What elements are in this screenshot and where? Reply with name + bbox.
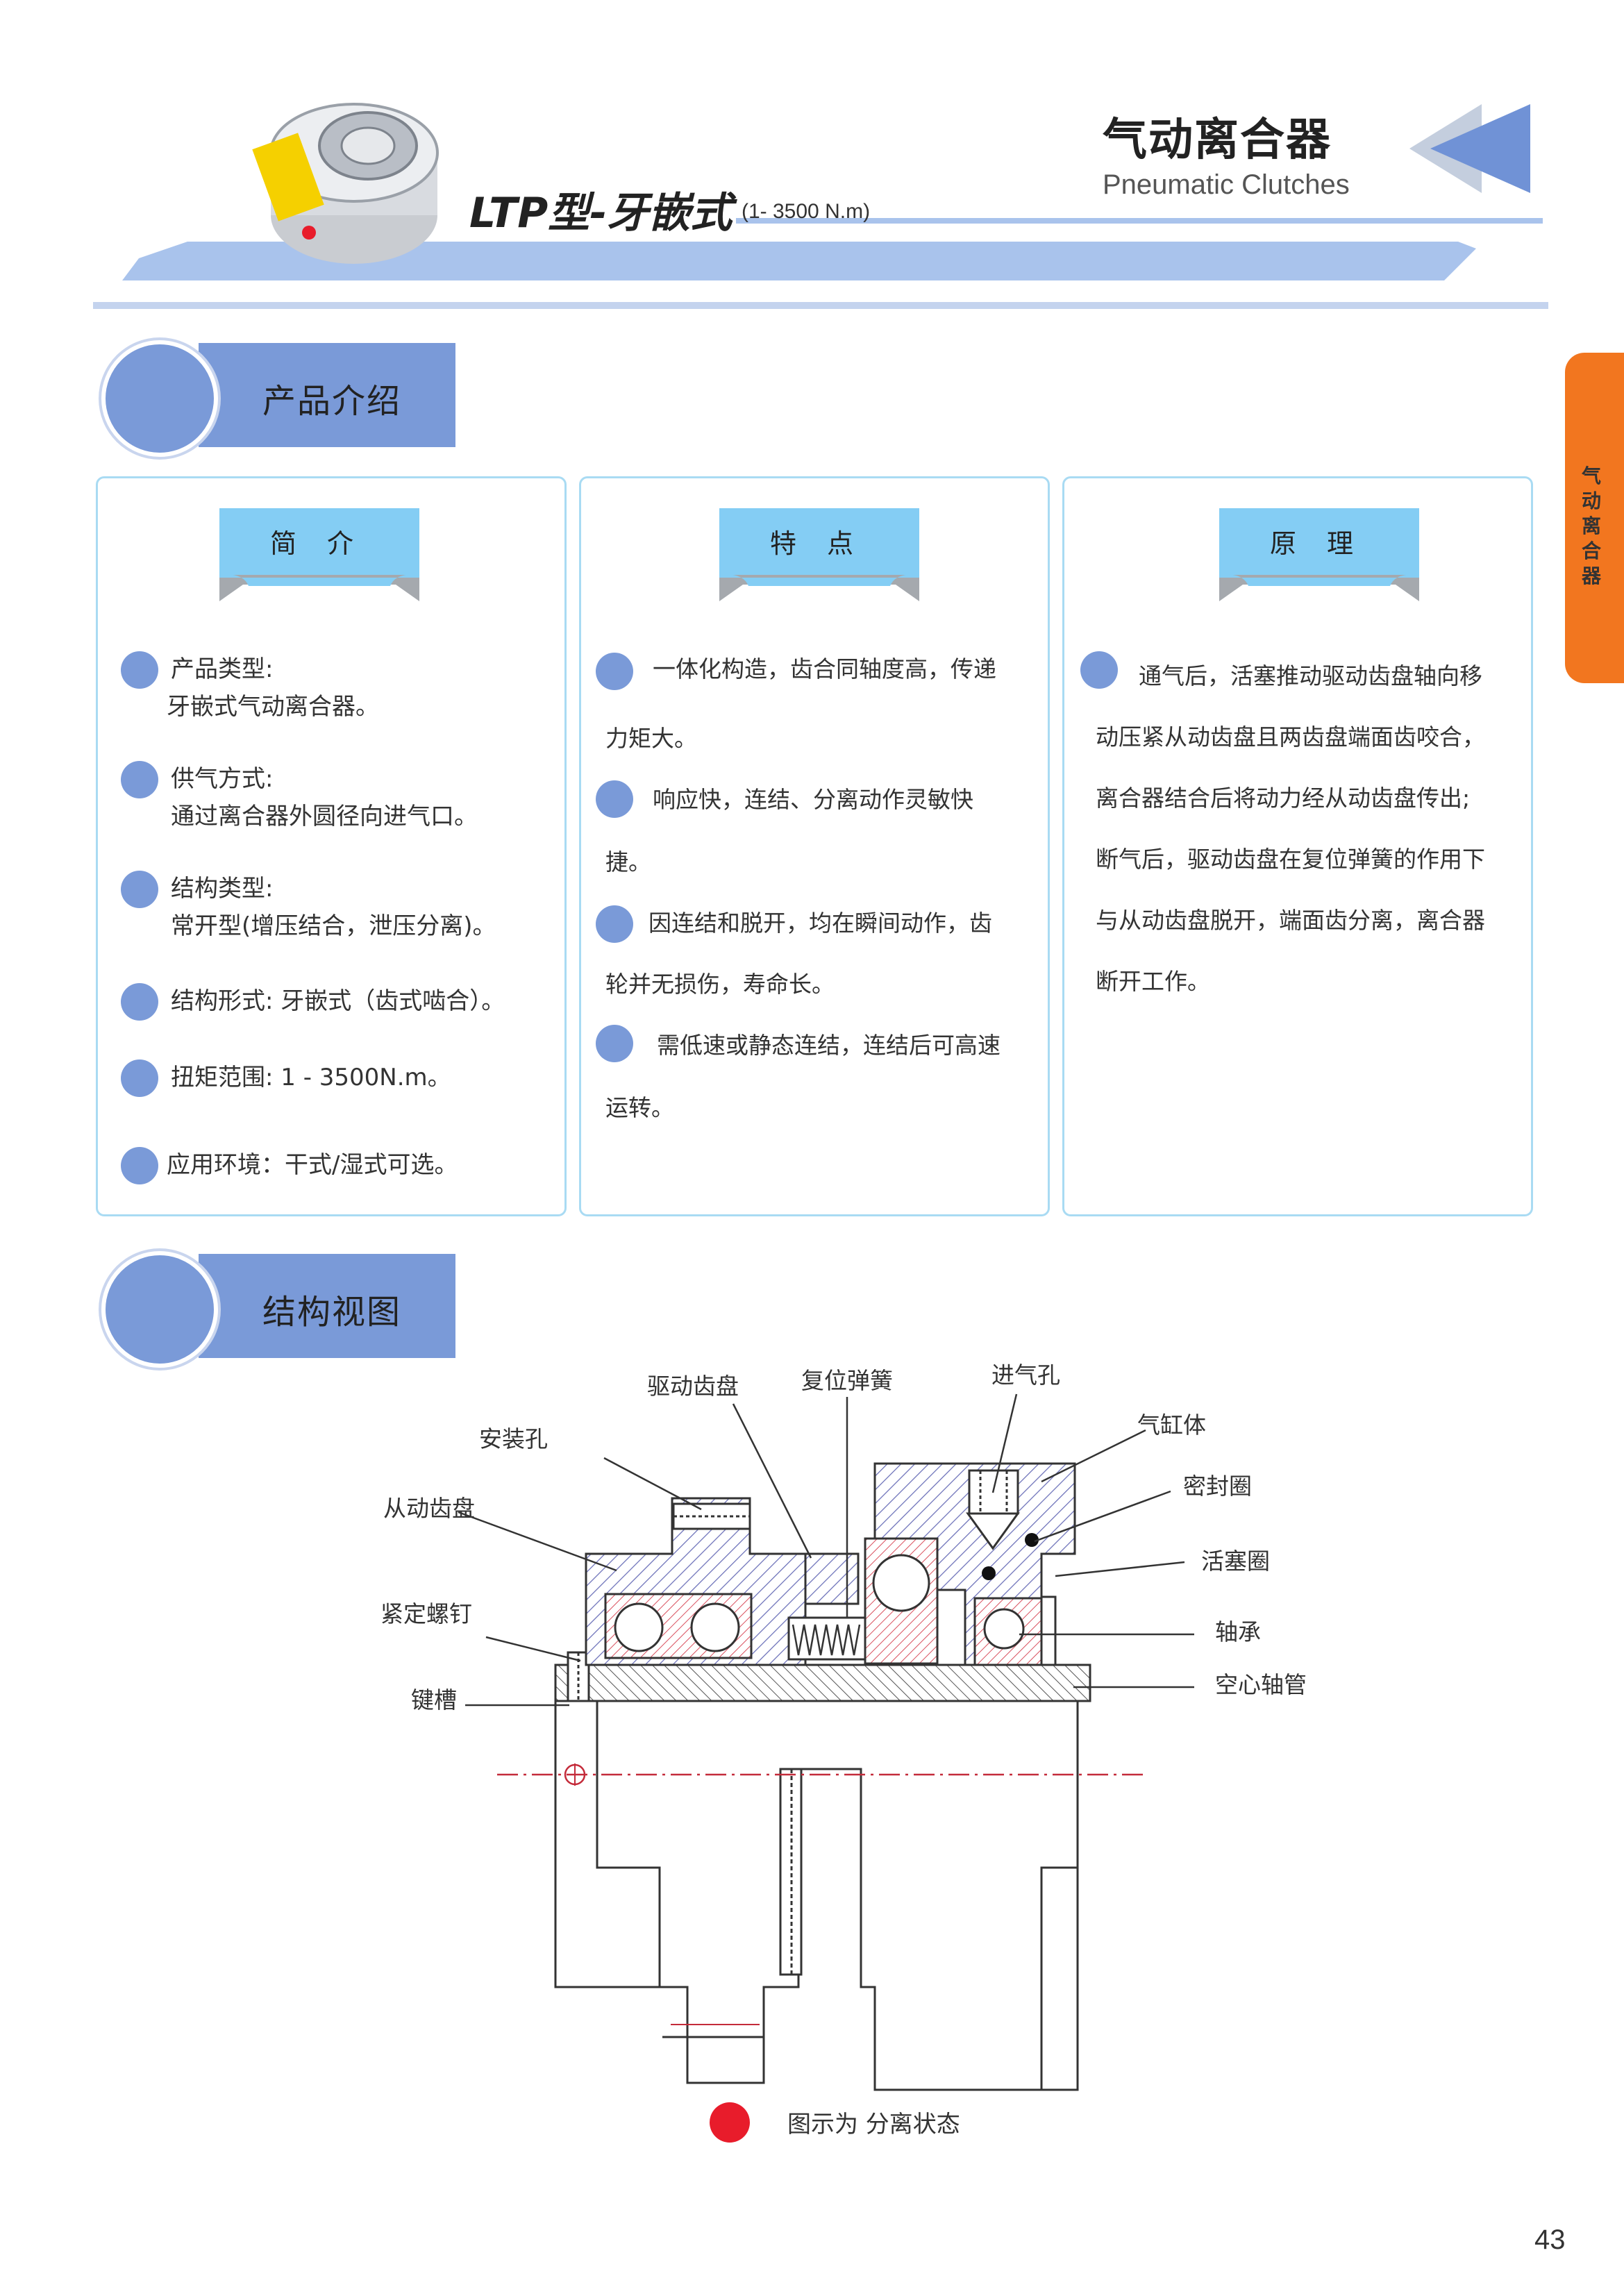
label-piston-ring: 活塞圈 xyxy=(1201,1548,1270,1575)
bullet-icon xyxy=(596,1025,633,1062)
label-bearing: 轴承 xyxy=(1215,1618,1261,1645)
torque-range: (1- 3500 N.m) xyxy=(742,200,871,223)
structure-section-bar xyxy=(199,1254,455,1358)
bullet-icon xyxy=(121,651,158,689)
list-item: 扭矩范围: 1 - 3500N.m。 xyxy=(171,1064,451,1091)
label-reset-spring: 复位弹簧 xyxy=(801,1367,893,1394)
list-item: 轮并无损伤，寿命长。 xyxy=(605,971,835,998)
bullet-icon xyxy=(121,1147,158,1184)
ribbon-summary-icon xyxy=(219,508,419,601)
label-seal: 密封圈 xyxy=(1183,1473,1252,1500)
ribbon-features-icon xyxy=(719,508,919,601)
list-item: 因连结和脱开，均在瞬间动作，齿 xyxy=(648,910,992,937)
side-tab[interactable] xyxy=(1565,353,1624,683)
product-photo-icon xyxy=(252,103,439,264)
bullet-icon xyxy=(596,905,633,943)
bullet-icon xyxy=(596,780,633,818)
intro-box-summary xyxy=(96,476,567,1216)
list-item: 一体化构造，齿合同轴度高，传递 xyxy=(653,655,996,682)
bullet-icon xyxy=(121,761,158,798)
structure-section-circle-icon xyxy=(101,1251,218,1368)
list-item: 响应快，连结、分离动作灵敏快 xyxy=(653,786,973,813)
principle-line: 断开工作。 xyxy=(1096,968,1210,995)
label-cylinder: 气缸体 xyxy=(1137,1411,1206,1439)
header-decoration xyxy=(93,104,1548,309)
ribbon-principle-icon xyxy=(1219,508,1419,601)
bullet-icon xyxy=(121,983,158,1021)
legend-text: 图示为 分离状态 xyxy=(787,2111,960,2138)
list-item: 结构类型: xyxy=(171,875,274,903)
principle-line: 离合器结合后将动力经从动齿盘传出; xyxy=(1096,785,1471,812)
principle-line: 通气后，活塞推动驱动齿盘轴向移 xyxy=(1139,662,1482,689)
legend-dot-icon xyxy=(710,2102,750,2143)
intro-section-circle-icon xyxy=(101,340,218,457)
list-item: 应用环境：干式/湿式可选。 xyxy=(167,1151,458,1179)
structure-section-title: 结构视图 xyxy=(262,1293,402,1332)
bullet-icon xyxy=(1080,651,1118,689)
list-item: 力矩大。 xyxy=(605,725,697,752)
principle-title: 原 理 xyxy=(1269,528,1365,559)
list-item: 通过离合器外圆径向进气口。 xyxy=(171,803,478,830)
intro-box-principle xyxy=(1062,476,1533,1216)
model-name: LTP型-牙嵌式 xyxy=(469,189,733,237)
list-item: 供气方式: xyxy=(171,765,274,793)
label-keyway: 键槽 xyxy=(411,1686,457,1713)
principle-line: 断气后，驱动齿盘在复位弹簧的作用下 xyxy=(1096,846,1485,873)
intro-section-title: 产品介绍 xyxy=(262,382,402,421)
page-number: 43 xyxy=(1534,2224,1566,2255)
list-item: 牙嵌式气动离合器。 xyxy=(167,693,379,721)
page-subtitle: Pneumatic Clutches xyxy=(1103,169,1350,200)
label-mount-hole: 安装孔 xyxy=(479,1425,548,1452)
intro-section-bar xyxy=(199,343,455,447)
label-set-screw: 紧定螺钉 xyxy=(380,1600,472,1627)
bullet-icon xyxy=(121,1059,158,1097)
bullet-icon xyxy=(596,653,633,690)
label-driven-disc: 从动齿盘 xyxy=(383,1495,475,1522)
summary-title: 简 介 xyxy=(269,528,365,559)
label-hollow-shaft: 空心轴管 xyxy=(1215,1671,1307,1698)
page-title: 气动离合器 xyxy=(1103,115,1332,166)
list-item: 运转。 xyxy=(605,1094,674,1121)
list-item: 捷。 xyxy=(605,848,651,875)
features-title: 特 点 xyxy=(769,528,865,559)
list-item: 产品类型: xyxy=(171,655,274,683)
principle-line: 与从动齿盘脱开，端面齿分离，离合器 xyxy=(1096,907,1485,934)
label-drive-disc: 驱动齿盘 xyxy=(647,1373,739,1400)
bullet-icon xyxy=(121,871,158,908)
label-air-inlet: 进气孔 xyxy=(991,1361,1060,1389)
list-item: 需低速或静态连结，连结后可高速 xyxy=(657,1032,1001,1059)
side-tab-label: 气动离合器 xyxy=(1581,464,1601,587)
principle-line: 动压紧从动齿盘且两齿盘端面齿咬合， xyxy=(1096,723,1485,751)
list-item: 常开型(增压结合，泄压分离)。 xyxy=(171,912,496,940)
list-item: 结构形式: 牙嵌式（齿式啮合）。 xyxy=(171,987,505,1015)
intro-box-features xyxy=(579,476,1050,1216)
